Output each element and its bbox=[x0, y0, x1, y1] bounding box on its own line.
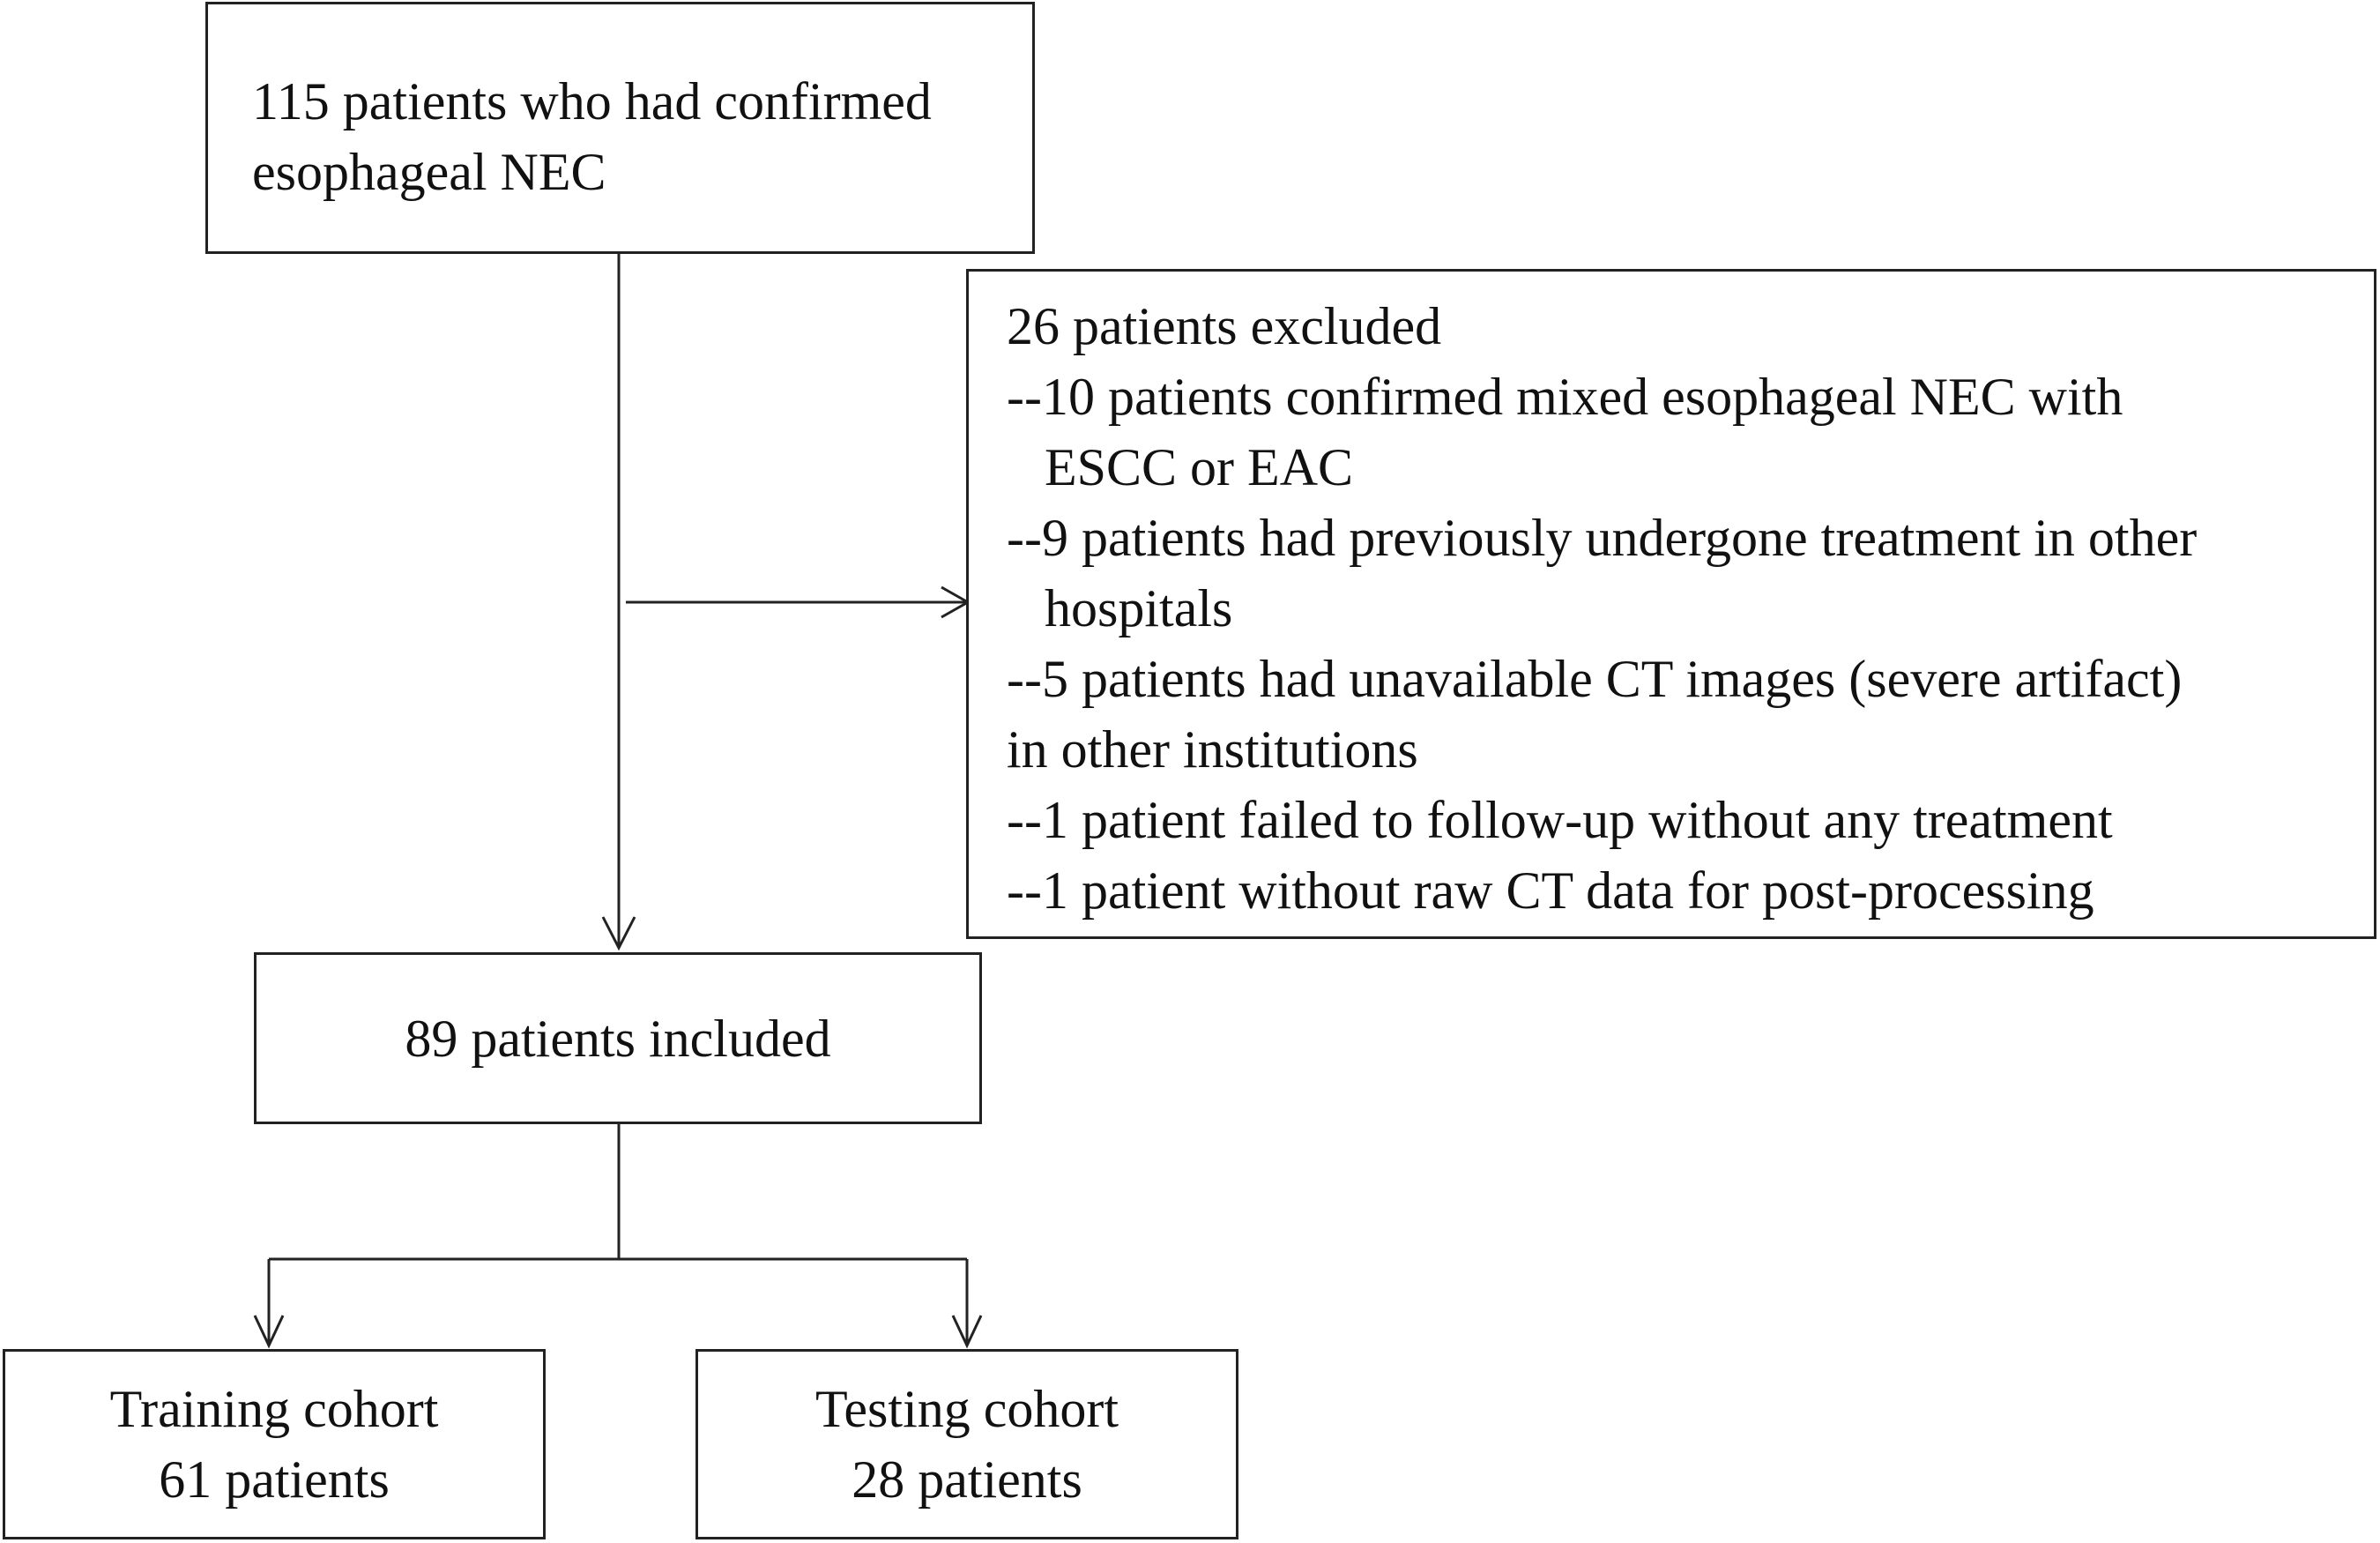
exclusion-box: 26 patients excluded --10 patients confi… bbox=[966, 269, 2376, 939]
start-line-2: esophageal NEC bbox=[252, 143, 606, 201]
training-cohort-count: 61 patients bbox=[159, 1450, 390, 1509]
exclusion-title: 26 patients excluded bbox=[1007, 297, 1442, 355]
testing-cohort-count: 28 patients bbox=[852, 1450, 1082, 1509]
arrowhead-testing bbox=[951, 1315, 983, 1349]
arrowhead-included bbox=[601, 916, 636, 951]
training-cohort-box: Training cohort 61 patients bbox=[3, 1349, 546, 1539]
start-line-1: 115 patients who had confirmed bbox=[252, 72, 932, 130]
exclusion-reason-5: --1 patient without raw CT data for post… bbox=[1007, 861, 2094, 920]
start-population-box: 115 patients who had confirmed esophagea… bbox=[205, 2, 1035, 254]
exclusion-reason-4: --1 patient failed to follow-up without … bbox=[1007, 791, 2113, 849]
testing-cohort-box: Testing cohort 28 patients bbox=[695, 1349, 1238, 1539]
testing-cohort-title: Testing cohort bbox=[814, 1380, 1119, 1438]
exclusion-reason-1: --10 patients confirmed mixed esophageal… bbox=[1007, 368, 2123, 426]
training-cohort-title: Training cohort bbox=[109, 1380, 439, 1438]
included-label: 89 patients included bbox=[405, 1009, 831, 1068]
included-box: 89 patients included bbox=[254, 952, 982, 1124]
exclusion-reason-3: --5 patients had unavailable CT images (… bbox=[1007, 650, 2183, 708]
exclusion-reason-1-cont: ESCC or EAC bbox=[1045, 438, 1354, 496]
exclusion-reason-3-cont: in other institutions bbox=[1007, 720, 1418, 779]
arrowhead-training bbox=[253, 1315, 285, 1349]
exclusion-reason-2: --9 patients had previously undergone tr… bbox=[1007, 509, 2198, 567]
exclusion-reason-2-cont: hospitals bbox=[1045, 579, 1233, 637]
